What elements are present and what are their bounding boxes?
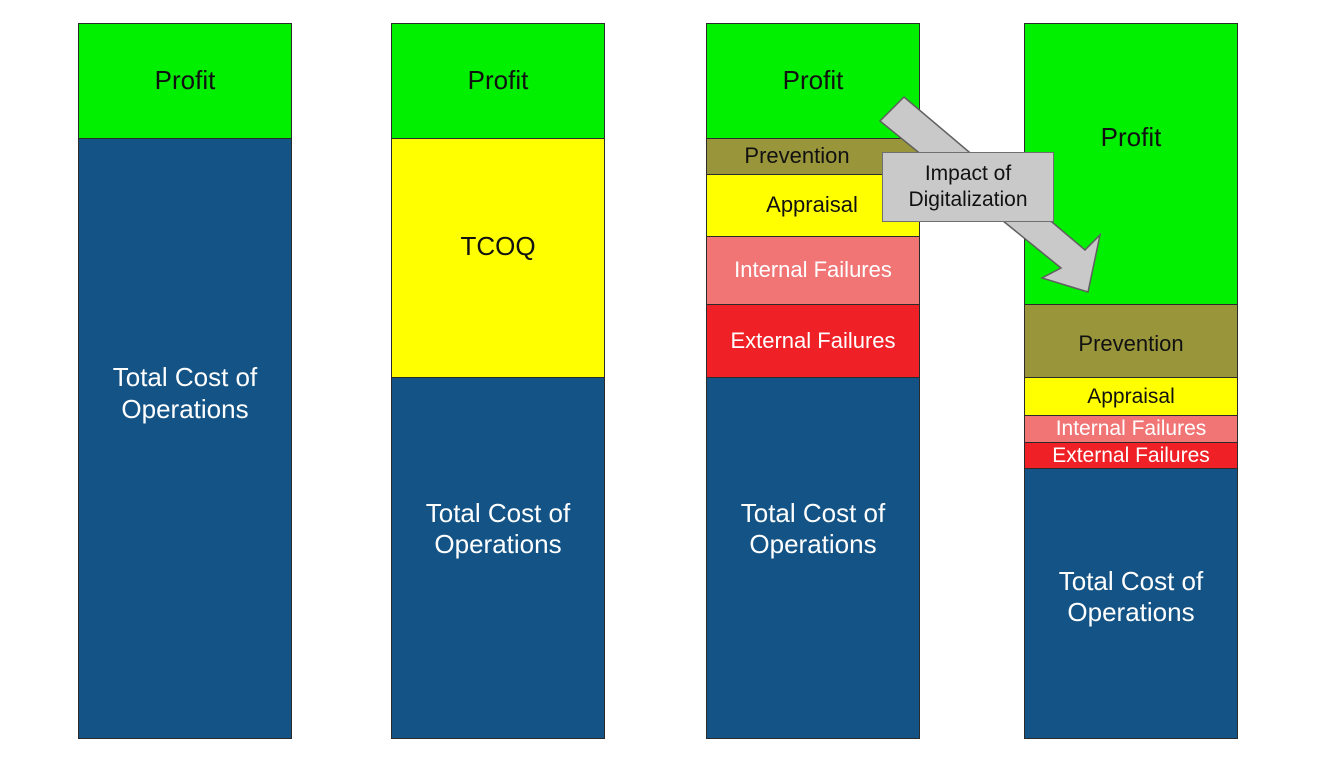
bar-after-digitalization: Profit Prevention Appraisal Internal Fai… (1024, 23, 1238, 739)
profit-label: Profit (154, 65, 216, 96)
appraisal-segment: Appraisal (1024, 377, 1238, 416)
internal-failures-label: Internal Failures (734, 257, 892, 283)
operations-segment: Total Cost of Operations (391, 377, 605, 739)
profit-segment: Profit (1024, 23, 1238, 305)
bar-cost-breakdown: Profit Prevention Appraisal Internal Fai… (706, 23, 920, 739)
external-failures-label: External Failures (730, 327, 896, 353)
external-failures-segment: External Failures (706, 304, 920, 378)
tcoq-segment: TCOQ (391, 138, 605, 378)
profit-label: Profit (782, 65, 844, 96)
operations-label: Total Cost of Operations (425, 497, 571, 559)
appraisal-label: Appraisal (1087, 384, 1175, 408)
prevention-label: Prevention (1078, 330, 1184, 356)
bar-baseline: Profit Total Cost of Operations (78, 23, 292, 739)
tcoq-label: TCOQ (460, 231, 536, 262)
callout-line-1: Impact of (924, 161, 1012, 185)
profit-segment: Profit (78, 23, 292, 139)
operations-segment: Total Cost of Operations (706, 377, 920, 739)
profit-label: Profit (467, 65, 529, 96)
external-failures-segment: External Failures (1024, 442, 1238, 469)
callout-line-2: Digitalization (908, 188, 1028, 211)
profit-segment: Profit (706, 23, 920, 139)
prevention-label: Prevention (744, 143, 850, 169)
appraisal-label: Appraisal (766, 192, 858, 218)
impact-of-digitalization-callout: Impact of Digitalization (882, 152, 1054, 222)
profit-label: Profit (1100, 121, 1162, 152)
internal-failures-segment: Internal Failures (706, 236, 920, 305)
operations-segment: Total Cost of Operations (78, 138, 292, 739)
operations-label: Total Cost of Operations (112, 362, 258, 424)
prevention-segment: Prevention (1024, 304, 1238, 378)
profit-segment: Profit (391, 23, 605, 139)
internal-failures-label: Internal Failures (1055, 417, 1207, 441)
external-failures-label: External Failures (1052, 443, 1210, 467)
bar-tcoq: Profit TCOQ Total Cost of Operations (391, 23, 605, 739)
operations-label: Total Cost of Operations (740, 497, 886, 559)
operations-segment: Total Cost of Operations (1024, 468, 1238, 739)
internal-failures-segment: Internal Failures (1024, 415, 1238, 443)
operations-label: Total Cost of Operations (1058, 565, 1204, 627)
